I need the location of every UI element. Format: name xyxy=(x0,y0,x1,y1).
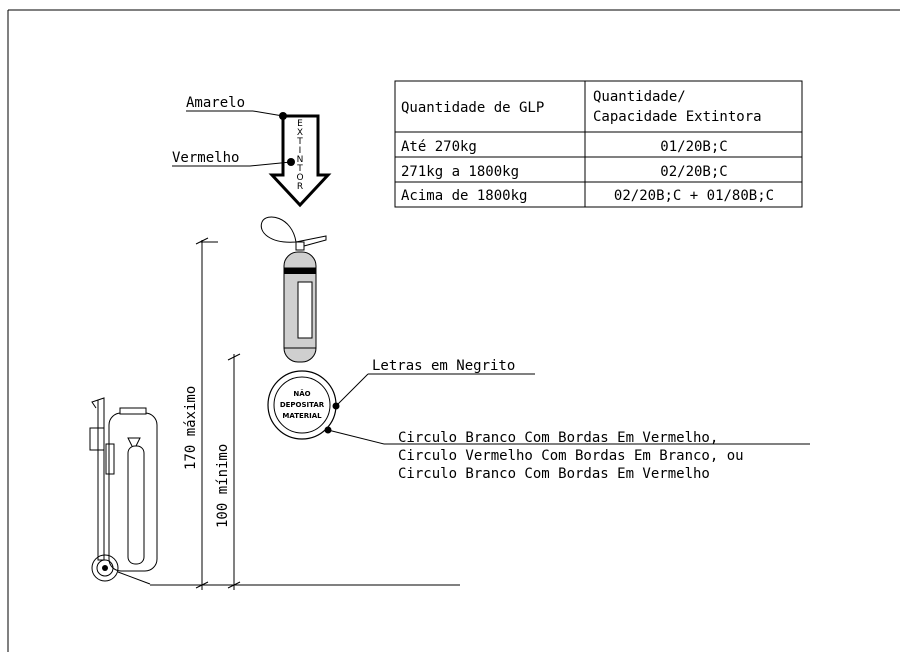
cart-bracket xyxy=(89,427,105,451)
dim-label-min: 100 mínimo xyxy=(215,444,231,528)
letras-leader xyxy=(335,373,369,407)
extinguisher-band xyxy=(284,268,316,274)
arrow-outline xyxy=(268,114,332,208)
sign-inner-circle xyxy=(273,376,331,434)
table-cell-r3-c2: 02/20B;C + 01/80B;C xyxy=(614,188,774,204)
label-circulo-line1: Circulo Branco Com Bordas Em Vermelho, xyxy=(398,430,718,446)
arrow-letter: N xyxy=(297,155,304,165)
glp-table: Quantidade de GLP Quantidade/ Capacidade… xyxy=(394,80,803,208)
label-amarelo: Amarelo xyxy=(186,95,245,111)
table-cell-r2-c1: 271kg a 1800kg xyxy=(401,164,519,180)
wheel-outer xyxy=(91,554,119,582)
label-vermelho: Vermelho xyxy=(172,150,239,166)
cart-handle-top xyxy=(91,399,99,409)
dim-tick-min-top xyxy=(227,353,241,361)
wheeled-extinguisher xyxy=(89,397,158,585)
table-cell-r2-c2: 02/20B;C xyxy=(660,164,727,180)
dim-tick-max-top xyxy=(195,237,209,245)
table-cell-r1-c1: Até 270kg xyxy=(401,139,477,155)
cart-handle-bar xyxy=(97,397,105,561)
wheeled-valve xyxy=(127,437,141,447)
extinguisher-hose xyxy=(260,216,297,243)
extinguisher-handle xyxy=(295,235,327,247)
vermelho-leader xyxy=(249,161,292,167)
wheeled-inner-cylinder xyxy=(127,445,145,565)
sign-line-3: MATERIAL xyxy=(282,412,322,420)
circulo-leader xyxy=(327,429,385,445)
extinguisher-valve xyxy=(295,241,305,251)
nao-depositar-sign: NÃO DEPOSITAR MATERIAL xyxy=(267,370,340,440)
sign-line-1: NÃO xyxy=(293,389,310,398)
label-circulo-line2: Circulo Vermelho Com Bordas Em Branco, o… xyxy=(398,448,744,464)
label-letras-negrito: Letras em Negrito xyxy=(372,358,515,374)
wheeled-tank-cap xyxy=(119,407,147,415)
portable-extinguisher xyxy=(260,216,327,363)
arrow-letter: R xyxy=(297,182,303,192)
arrow-letter: O xyxy=(296,173,303,183)
table-header-capacidade-line2: Capacidade Extintora xyxy=(593,109,762,125)
extinguisher-label-panel xyxy=(297,281,313,339)
arrow-letter: T xyxy=(296,137,303,147)
wheel-inner xyxy=(96,559,114,577)
dimension-lines: 170 máximo 100 mínimo xyxy=(150,237,460,590)
arrow-letter: T xyxy=(296,164,303,174)
table-border xyxy=(394,80,803,208)
table-header-capacidade-line1: Quantidade/ xyxy=(593,89,686,105)
table-cell-r3-c1: Acima de 1800kg xyxy=(401,188,527,204)
table-header-glp: Quantidade de GLP xyxy=(401,100,544,116)
wheel-hub xyxy=(102,565,108,571)
amarelo-leader xyxy=(252,110,284,117)
arrow-letter: X xyxy=(297,128,303,138)
table-cell-r1-c2: 01/20B;C xyxy=(660,139,727,155)
sign-line-2: DEPOSITAR xyxy=(280,401,325,409)
wheeled-hose-holder xyxy=(105,443,115,475)
arrow-letter: E xyxy=(297,119,303,129)
arrow-letter: I xyxy=(299,146,302,156)
label-circulo-line3: Circulo Branco Com Bordas Em Vermelho xyxy=(398,466,710,482)
dim-label-max: 170 máximo xyxy=(183,386,199,470)
cart-foot xyxy=(117,571,151,585)
